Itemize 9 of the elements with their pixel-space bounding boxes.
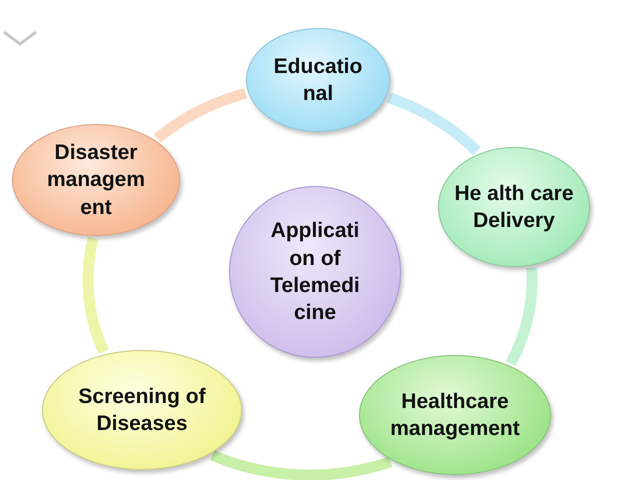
ring-connector bbox=[208, 450, 394, 480]
topic-label: Disaster managem ent bbox=[46, 140, 146, 221]
topic-label: He alth care Delivery bbox=[453, 180, 575, 234]
topic-label: Educatio nal bbox=[272, 54, 364, 107]
topic-label: Applicati on of Telemedi cine bbox=[269, 218, 361, 326]
topic-label: Healthcare management bbox=[389, 388, 521, 442]
ring-connector bbox=[152, 88, 250, 144]
topic-label: Screening of Diseases bbox=[77, 384, 207, 437]
ring-connector bbox=[384, 92, 482, 156]
